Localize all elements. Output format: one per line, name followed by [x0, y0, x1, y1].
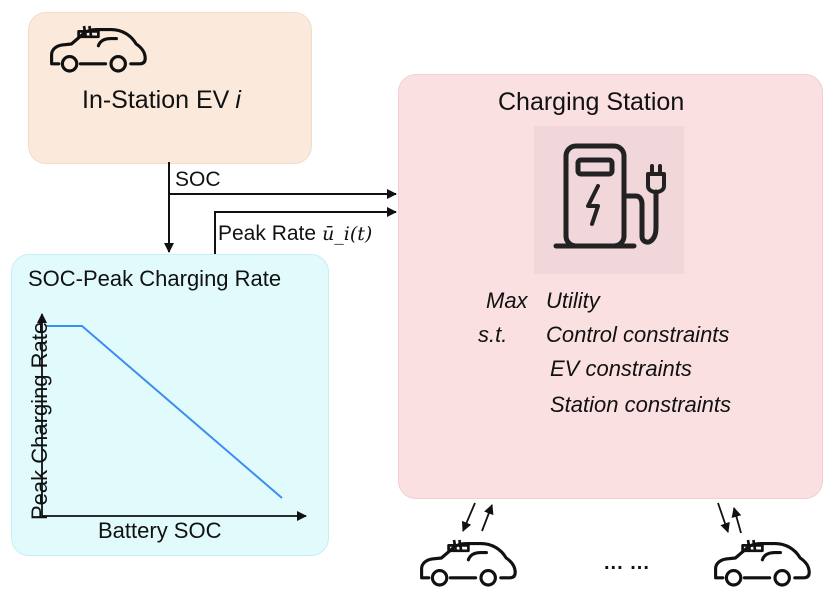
charger-icon-tile — [534, 126, 684, 274]
chart-x-axis-label: Battery SOC — [98, 518, 222, 543]
bottom-left-double-arrow — [461, 502, 494, 532]
chart-title: SOC-Peak Charging Rate — [28, 266, 282, 291]
constraint-item: Control constraints — [546, 322, 730, 347]
optimization-max-label: Max — [486, 288, 528, 313]
peak-rate-arrow — [214, 207, 397, 254]
bottom-right-double-arrow — [717, 502, 742, 534]
ev-title-text: In-Station EV — [82, 86, 230, 114]
ev-charger-icon — [553, 143, 666, 249]
optimization-st-label: s.t. — [478, 322, 508, 347]
ev-car-icon — [714, 538, 811, 587]
ev-car-icon — [420, 538, 517, 587]
peak-rate-text: Peak Rate — [218, 222, 317, 245]
constraint-item: EV constraints — [550, 356, 692, 381]
ev-title-index: i — [235, 86, 241, 114]
soc-arrow-label: SOC — [175, 168, 221, 191]
peak-rate-symbol: ū_i(t) — [322, 223, 373, 245]
station-box-title: Charging Station — [498, 88, 685, 116]
optimization-objective: Utility — [546, 288, 600, 313]
peak-rate-curve — [46, 325, 283, 499]
chart-y-axis-label: Peak Charging Rate — [27, 321, 52, 520]
more-evs-ellipsis: ... ... — [604, 552, 650, 574]
ev-car-icon — [50, 24, 147, 73]
constraint-item: Station constraints — [550, 392, 731, 417]
soc-peak-rate-chart-box — [11, 254, 329, 556]
in-station-ev-box — [28, 12, 312, 164]
